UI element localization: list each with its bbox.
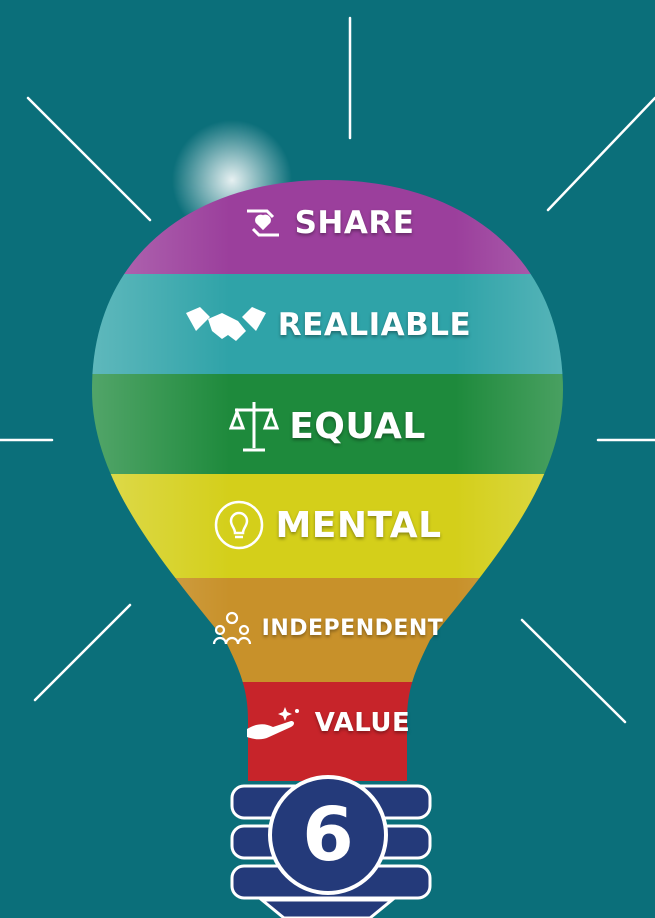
band-label-reliable: REALIABLE [277, 307, 472, 343]
band-label-equal: EQUAL [289, 405, 426, 447]
ray [26, 96, 152, 222]
ray [520, 618, 627, 724]
brain-bulb-icon [213, 499, 265, 551]
share-row: SHARE [0, 190, 655, 256]
handshake-icon [184, 303, 268, 347]
hands-heart-icon [241, 201, 285, 245]
bulb-base [230, 775, 432, 918]
band-label-independent: INDEPENDENT [261, 615, 444, 641]
band-label-mental: MENTAL [275, 504, 442, 546]
number-label: 6 [302, 792, 354, 878]
mental-row: MENTAL [0, 492, 655, 558]
equal-row: EQUAL [0, 393, 655, 459]
band-label-share: SHARE [294, 205, 415, 241]
value-row: VALUE [0, 693, 655, 753]
ray [33, 603, 132, 702]
number-circle [268, 775, 388, 895]
reliable-row: REALIABLE [0, 292, 655, 358]
scales-icon [229, 398, 280, 454]
independent-row: INDEPENDENT [0, 598, 655, 658]
band-label-value: VALUE [314, 708, 411, 738]
hand-sparkle-icon [245, 703, 305, 743]
team-icon [212, 610, 252, 646]
light-rays [0, 16, 655, 724]
ray [546, 96, 655, 212]
